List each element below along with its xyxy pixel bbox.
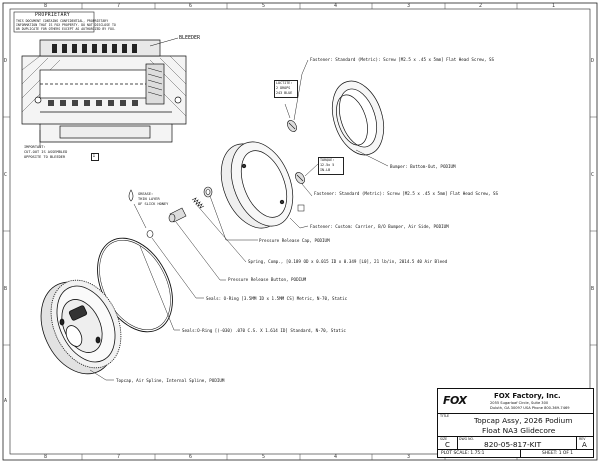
size-label: SIZE: [440, 437, 448, 441]
title-block: FOX FOX Factory, Inc. 2055 Sugarloaf Cir…: [437, 388, 594, 458]
zone-col-top-1: 1: [552, 3, 556, 9]
torque-line-1: TORQUE:: [320, 158, 335, 162]
tb-line-h1: [438, 413, 593, 414]
zone-col-bot-4: 4: [334, 454, 338, 460]
rev-value: A: [582, 441, 587, 449]
proprietary-line-3: OR DUPLICATE FOR OTHERS EXCEPT AS AUTHOR…: [16, 27, 116, 31]
part-label-8: Seals: O-Ring [3.5MM ID x 1.5MM CS] Metr…: [206, 296, 348, 301]
bleeder-leader: [149, 37, 179, 47]
important-line-1: IMPORTANT:: [24, 145, 46, 149]
screw-top: [287, 120, 297, 132]
zone-row-left-d: D: [4, 58, 8, 64]
leader-lines: [89, 59, 389, 381]
zone-col-bot-7: 7: [117, 454, 121, 460]
part-label-10: Topcap, Air Spline, Internal Spline, POD…: [116, 378, 225, 383]
spring-part: [191, 197, 205, 209]
company-address-1: 2055 Sugarloaf Circle, Suite 300: [490, 401, 549, 405]
proprietary-line-1: THIS DOCUMENT CONTAINS CONFIDENTIAL, PRO…: [16, 19, 109, 23]
screw-bottom: [295, 172, 305, 184]
important-number: 1: [92, 153, 96, 159]
zone-col-bot-3: 3: [407, 454, 411, 460]
important-box: [14, 146, 18, 158]
proprietary-line-2: INFORMATION THAT IS FOX PROPERTY. DO NOT…: [16, 23, 116, 27]
zone-col-top-5: 5: [262, 3, 266, 9]
part-label-4: Fastener: Custom: Carrier, B/O Bumper, A…: [310, 224, 449, 229]
title-label: TITLE: [440, 414, 450, 418]
loctite-box: [274, 80, 298, 98]
zone-col-bot-8: 8: [44, 454, 48, 460]
proprietary-heading: PROPRIETARY: [35, 13, 71, 18]
important-number-box: [91, 153, 99, 161]
title-line-2: Float NA3 Glidecore: [482, 426, 556, 435]
part-label-3: Fastener: Standard (Metric): Screw [M2.5…: [314, 191, 499, 196]
title-line-1: Topcap Assy, 2026 Podium: [474, 416, 573, 425]
tb-line-h2: [438, 436, 593, 437]
dwg-no-value: 820-05-817-KIT: [484, 440, 542, 449]
part-label-9: Seals:O-Ring [(-030) .070 C.S. X 1.614 I…: [182, 328, 346, 333]
bleeder-label: BLEEDER: [179, 35, 201, 41]
torque-box: [318, 157, 344, 175]
small-oring: [146, 230, 154, 238]
marker-box: [297, 204, 305, 212]
zone-row-left-a: A: [4, 398, 8, 404]
zone-col-top-4: 4: [334, 3, 338, 9]
zone-col-top-8: 8: [44, 3, 48, 9]
pressure-release-cap: [203, 186, 213, 198]
zone-row-right-c: C: [591, 172, 595, 178]
zone-row-right-b: B: [591, 286, 595, 292]
torque-line-3: IN-LB: [320, 168, 331, 172]
proprietary-box: [13, 11, 95, 33]
grease-line-2: THIN LAYER: [138, 197, 160, 201]
pressure-release-button: [168, 207, 187, 223]
part-label-7: Pressure Release Button, PODIUM: [228, 277, 307, 282]
tb-line-v3: [520, 449, 521, 457]
grease-drop-icon: [128, 189, 134, 202]
important-line-2: CUT-OUT IS ASSEMBLED: [24, 150, 68, 154]
loctite-line-1: LOCTITE:: [276, 81, 293, 85]
zone-col-top-6: 6: [189, 3, 193, 9]
zone-col-bot-6: 6: [189, 454, 193, 460]
plot-scale: PLOT SCALE: 1.75:1: [441, 450, 485, 456]
tb-line-h3: [438, 449, 593, 450]
sheet-number: SHEET: 1 OF 1: [542, 450, 574, 456]
zone-row-left-b: B: [4, 286, 8, 292]
zone-row-right-d: D: [591, 58, 595, 64]
part-label-1: Fastener: Standard (Metric): Screw [M2.5…: [310, 57, 495, 62]
topcap-part: [40, 279, 122, 375]
part-label-2: Bumper: Bottom-Out, PODIUM: [390, 164, 456, 169]
company-name: FOX Factory, Inc.: [494, 392, 561, 400]
torque-line-2: 12.5x 5: [320, 163, 335, 167]
zone-col-top-2: 2: [479, 3, 483, 9]
rev-label: REV: [579, 437, 586, 441]
loctite-line-2: 2 DROPS: [276, 86, 291, 90]
grease-line-1: GREASE:: [138, 192, 154, 196]
tb-line-v1: [457, 436, 458, 449]
important-line-3: OPPOSITE TO BLEEDER: [24, 155, 66, 159]
grease-line-3: OF SLICK HONEY: [138, 202, 169, 206]
tb-line-v2: [576, 436, 577, 449]
part-label-6: Spring, Comp., [0.189 OD x 0.015 ID x 0.…: [248, 259, 448, 264]
zone-col-top-7: 7: [117, 3, 121, 9]
part-label-5: Pressure Release Cap, PODIUM: [259, 238, 330, 243]
bumper-part: [331, 80, 385, 156]
fox-logo: FOX: [443, 394, 467, 407]
company-address-2: Duluth, GA 30097 USA Phone 800-369-7469: [490, 406, 570, 410]
zone-col-top-3: 3: [407, 3, 411, 9]
section-view: [21, 39, 187, 143]
zone-row-left-c: C: [4, 172, 8, 178]
zone-ticks: [3, 3, 597, 460]
dwg-no-label: DWG NO.: [459, 437, 474, 441]
size-value: C: [445, 441, 450, 449]
carrier-part: [220, 141, 294, 229]
loctite-line-3: 243 BLUE: [276, 91, 293, 95]
zone-col-bot-5: 5: [262, 454, 266, 460]
